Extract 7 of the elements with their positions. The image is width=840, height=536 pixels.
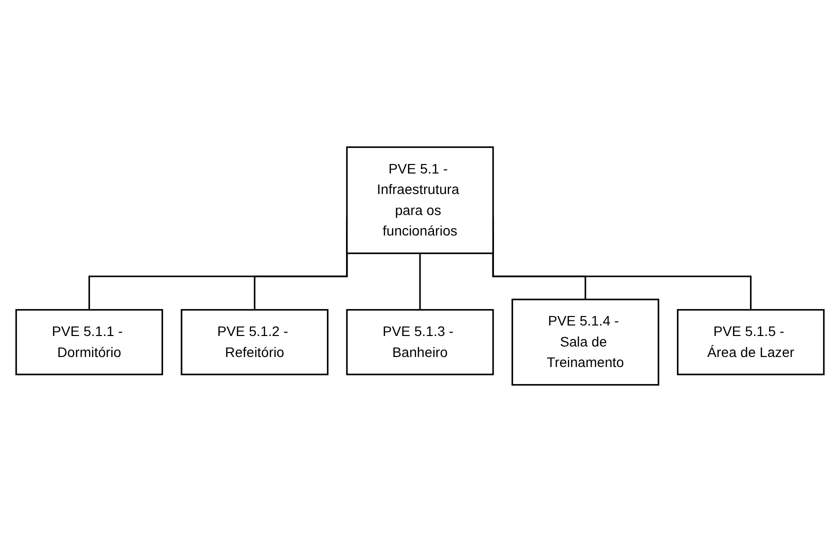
connector xyxy=(419,252,421,310)
node-box: PVE 5.1.1 - Dormitório xyxy=(15,308,164,375)
node-box: PVE 5.1.4 - Sala de Treinamento xyxy=(512,298,660,386)
node-box: PVE 5.1.5 - Área de Lazer xyxy=(676,308,825,375)
node-box: PVE 5.1.3 - Banheiro xyxy=(346,308,494,375)
node-box: PVE 5.1 - Infraestrutura para os funcionários xyxy=(346,146,494,254)
node-box: PVE 5.1.2 - Refeitório xyxy=(180,308,328,375)
